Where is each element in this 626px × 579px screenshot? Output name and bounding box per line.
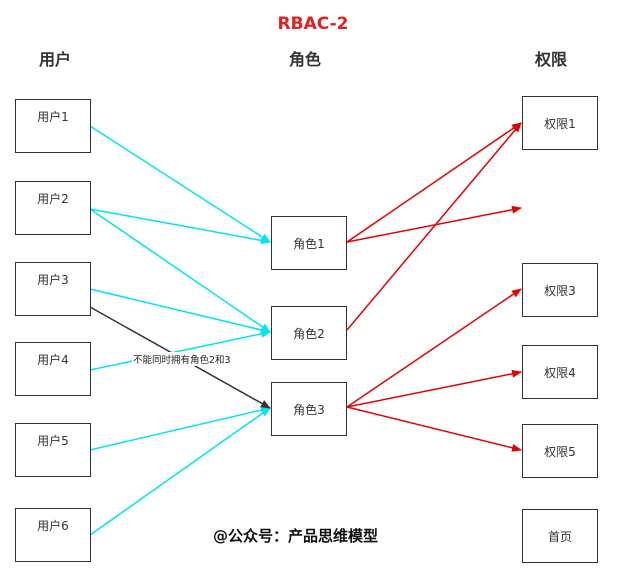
user-node-2: 用户2	[15, 181, 91, 235]
roles-column-header: 角色	[289, 50, 322, 69]
user-node-label: 用户6	[37, 519, 69, 533]
diagram-title: RBAC-2	[277, 14, 349, 34]
edge-role1-perm1	[346, 122, 522, 243]
permission-node-label: 首页	[547, 529, 572, 544]
user-node-label: 用户2	[37, 192, 69, 206]
users-column-header: 用户	[39, 50, 72, 69]
role-node-3: 角色3	[271, 382, 347, 436]
edge-role1-unlabeled	[346, 205, 522, 243]
edge-user1-role1	[89, 125, 271, 243]
edge-role3-perm5	[346, 406, 522, 452]
user-node-5: 用户5	[15, 423, 91, 477]
edge-role3-perm4	[346, 369, 522, 408]
role-node-label: 角色2	[293, 326, 325, 341]
homepage-node: 首页	[522, 509, 598, 563]
edge-user2-role2	[89, 208, 271, 333]
edge-role2-perm1	[346, 122, 522, 331]
user-node-1: 用户1	[15, 99, 91, 153]
permission-node-label: 权限5	[544, 444, 576, 459]
user-node-4: 用户4	[15, 342, 91, 396]
edge-role3-perm3	[346, 288, 522, 408]
watermark-text: @公众号：产品思维模型	[213, 527, 379, 545]
user-node-label: 用户5	[37, 434, 69, 448]
permission-node-5: 权限5	[522, 424, 598, 478]
permissions-column-header: 权限	[535, 50, 568, 69]
permission-node-3: 权限3	[522, 263, 598, 317]
user-node-label: 用户3	[37, 273, 69, 287]
permission-node-label: 权限4	[544, 365, 576, 380]
user-node-6: 用户6	[15, 508, 91, 562]
edge-user3-role2	[89, 288, 271, 334]
user-node-label: 用户1	[37, 110, 69, 124]
edge-user5-role3	[89, 406, 271, 451]
user-node-3: 用户3	[15, 262, 91, 316]
user-node-label: 用户4	[37, 353, 69, 367]
permission-node-label: 权限1	[544, 116, 576, 131]
permission-node-label: 权限3	[544, 283, 576, 298]
permission-node-1: 权限1	[522, 96, 598, 150]
edge-user2-role1	[89, 208, 271, 245]
edge-user4-role2	[89, 329, 271, 371]
role-node-label: 角色3	[293, 402, 325, 417]
permission-node-4: 权限4	[522, 345, 598, 399]
role-node-1: 角色1	[271, 216, 347, 270]
edge-user6-role3	[89, 407, 271, 536]
constraint-note: 不能同时拥有角色2和3	[132, 352, 232, 366]
role-node-2: 角色2	[271, 306, 347, 360]
role-node-label: 角色1	[293, 236, 325, 251]
